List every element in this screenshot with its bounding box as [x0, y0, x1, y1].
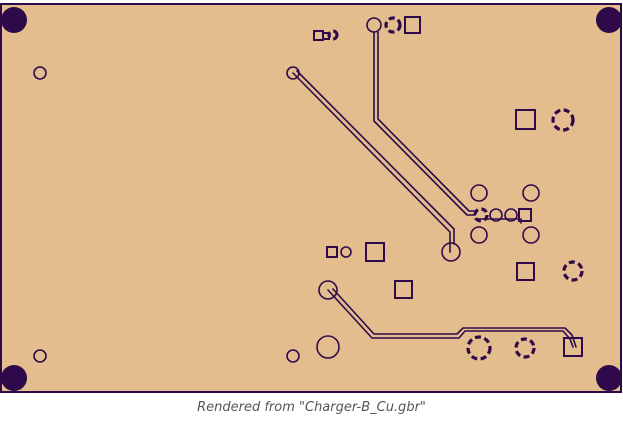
smd-pad-gnd	[327, 29, 339, 41]
pad-small-round	[340, 246, 352, 258]
pad-trace-end	[441, 242, 461, 262]
usb-pin-3	[504, 208, 518, 222]
trace-diagonal-outer	[292, 72, 451, 253]
usb-pin-1	[473, 207, 489, 223]
usb-pin-4	[518, 208, 532, 222]
trace-header-outer	[373, 31, 476, 216]
pad-lower-trace-start	[318, 280, 338, 300]
mounting-hole-top-right	[596, 7, 622, 33]
pad-small-square	[326, 246, 338, 258]
trace-lower-inner	[332, 288, 577, 348]
mounting-hole-top-left	[1, 7, 27, 33]
via-left-bottom	[33, 349, 47, 363]
pad-gnd-lower-right	[514, 337, 536, 359]
pad-square-center	[365, 242, 385, 262]
pcb-rendering	[0, 3, 622, 393]
header-pad-square	[404, 16, 421, 34]
header-pad-gnd	[384, 16, 402, 34]
usb-shield-top-right	[522, 184, 540, 202]
pad-large-round	[316, 335, 340, 359]
usb-shield-top-left	[470, 184, 488, 202]
usb-shield-bottom-left	[470, 226, 488, 244]
usb-pin-2	[489, 208, 503, 222]
board-outline	[0, 3, 622, 393]
pad-square-lower	[394, 280, 413, 299]
mounting-hole-bottom-right	[596, 365, 622, 391]
trace-diagonal-inner	[296, 70, 455, 245]
pad-square-upper	[515, 109, 536, 130]
pad-gnd-upper	[551, 108, 575, 132]
trace-usb-link	[474, 218, 522, 224]
via-center-bottom	[286, 349, 300, 363]
pad-square-bottom-right	[563, 337, 583, 357]
usb-shield-bottom-right	[522, 226, 540, 244]
render-caption: Rendered from "Charger-B_Cu.gbr"	[197, 400, 426, 415]
trace-header-inner	[377, 31, 476, 212]
pad-square-middle	[516, 262, 535, 281]
pad-gnd-middle	[562, 260, 584, 282]
via-left-top	[33, 66, 47, 80]
mounting-hole-bottom-left	[1, 365, 27, 391]
pad-gnd-lower-left	[466, 335, 492, 361]
